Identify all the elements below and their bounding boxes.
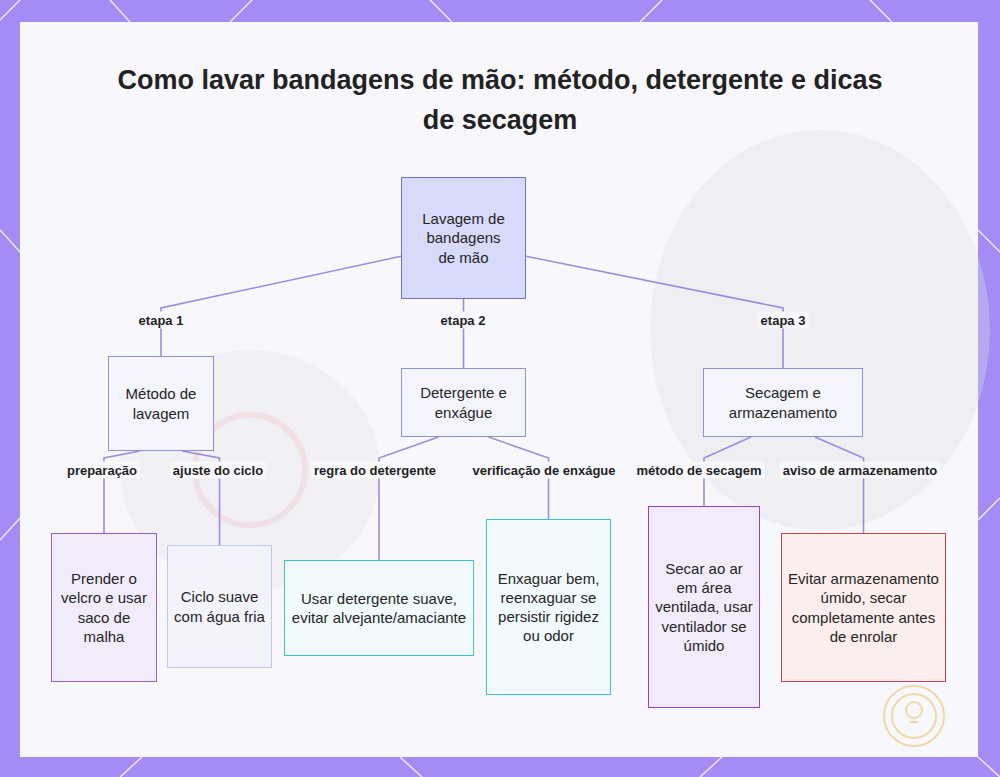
node-label: Evitar armazenamento úmido, secar comple… [787, 569, 940, 645]
tip-box: Usar detergente suave, evitar alvejante/… [284, 560, 474, 656]
edge-label: etapa 2 [438, 312, 489, 329]
connector-line [379, 437, 439, 560]
edge-label: verificação de enxágue [469, 462, 618, 479]
warning-box: Evitar armazenamento úmido, secar comple… [781, 533, 946, 682]
edge-label: etapa 1 [136, 312, 187, 329]
edge-label: método de secagem [634, 462, 765, 479]
edge-label: ajuste do ciclo [170, 462, 266, 479]
step-box: Detergente e enxágue [401, 368, 526, 437]
edge-label: etapa 3 [758, 312, 809, 329]
connector-line [161, 256, 401, 356]
node-label: Secagem e armazenamento [712, 383, 854, 421]
logo [884, 686, 944, 746]
tip-box: Secar ao ar em área ventilada, usar vent… [648, 506, 760, 708]
node-label: Ciclo suave com água fria [174, 587, 265, 625]
node-label: Enxaguar bem, reenxaguar se persistir ri… [493, 569, 604, 645]
tip-box: Ciclo suave com água fria [167, 545, 272, 668]
tip-box: Enxaguar bem, reenxaguar se persistir ri… [486, 519, 611, 695]
node-label: Secar ao ar em área ventilada, usar vent… [655, 559, 753, 654]
edge-label: regra do detergente [311, 462, 439, 479]
node-label: Usar detergente suave, evitar alvejante/… [291, 589, 467, 627]
node-label: Detergente e enxágue [410, 383, 517, 421]
node-label: Método de lavagem [117, 384, 205, 422]
connector-line [463, 299, 465, 368]
edge-label: aviso de armazenamento [780, 462, 941, 479]
node-label: Lavagem de bandagens de mão [420, 209, 507, 266]
step-box: Secagem e armazenamento [703, 368, 863, 437]
connector-line [526, 256, 783, 368]
edge-label: preparação [64, 462, 140, 479]
root-box: Lavagem de bandagens de mão [401, 177, 526, 299]
tip-box: Prender o velcro e usar saco de malha [51, 533, 157, 682]
connector-line [815, 437, 864, 533]
step-box: Método de lavagem [108, 356, 214, 451]
node-label: Prender o velcro e usar saco de malha [58, 569, 150, 645]
diagram-title: Como lavar bandagens de mão: método, det… [100, 60, 900, 140]
